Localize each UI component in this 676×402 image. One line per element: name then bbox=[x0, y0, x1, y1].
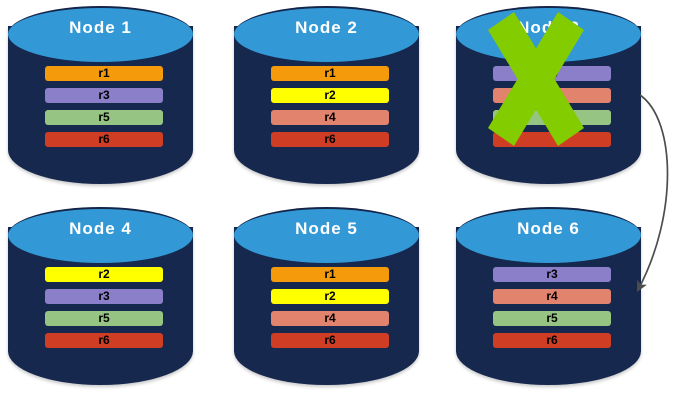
cylinder-top-ellipse bbox=[8, 6, 193, 62]
replica-bar-r5[interactable] bbox=[493, 110, 611, 125]
replica-list: r1 r2 r4 r6 bbox=[271, 267, 389, 355]
replica-bar-r5[interactable]: r5 bbox=[45, 110, 163, 125]
replica-bar-r3[interactable]: r3 bbox=[493, 66, 611, 81]
replica-bar-r6[interactable]: r6 bbox=[45, 132, 163, 147]
replica-list: r3 bbox=[493, 66, 611, 154]
replica-bar-r2[interactable]: r2 bbox=[271, 289, 389, 304]
replica-bar-r6[interactable]: r6 bbox=[271, 333, 389, 348]
replica-bar-r4[interactable]: r4 bbox=[271, 311, 389, 326]
replica-bar-r3[interactable]: r3 bbox=[45, 289, 163, 304]
replica-list: r1 r2 r4 r6 bbox=[271, 66, 389, 154]
replica-bar-r3[interactable]: r3 bbox=[45, 88, 163, 103]
replica-list: r1 r3 r5 r6 bbox=[45, 66, 163, 154]
replica-bar-r4[interactable]: r4 bbox=[493, 289, 611, 304]
replica-bar-r5[interactable]: r5 bbox=[45, 311, 163, 326]
replica-bar-r4[interactable] bbox=[493, 88, 611, 103]
cylinder-top-ellipse bbox=[456, 207, 641, 263]
cylinder-top-ellipse bbox=[8, 207, 193, 263]
replica-bar-r1[interactable]: r1 bbox=[271, 267, 389, 282]
replica-bar-r2[interactable]: r2 bbox=[271, 88, 389, 103]
replica-bar-r6[interactable]: r6 bbox=[45, 333, 163, 348]
replica-bar-r6[interactable]: r6 bbox=[493, 333, 611, 348]
replica-list: r2 r3 r5 r6 bbox=[45, 267, 163, 355]
replica-bar-r3[interactable]: r3 bbox=[493, 267, 611, 282]
replica-bar-r4[interactable]: r4 bbox=[271, 110, 389, 125]
cylinder-top-ellipse bbox=[234, 6, 419, 62]
replica-bar-r2[interactable]: r2 bbox=[45, 267, 163, 282]
replica-list: r3 r4 r5 r6 bbox=[493, 267, 611, 355]
replica-bar-r6[interactable]: r6 bbox=[271, 132, 389, 147]
cylinder-top-ellipse bbox=[456, 6, 641, 62]
replica-bar-r1[interactable]: r1 bbox=[271, 66, 389, 81]
cylinder-top-ellipse bbox=[234, 207, 419, 263]
replica-bar-r1[interactable]: r1 bbox=[45, 66, 163, 81]
replica-bar-r5[interactable]: r5 bbox=[493, 311, 611, 326]
replica-bar-r6[interactable] bbox=[493, 132, 611, 147]
